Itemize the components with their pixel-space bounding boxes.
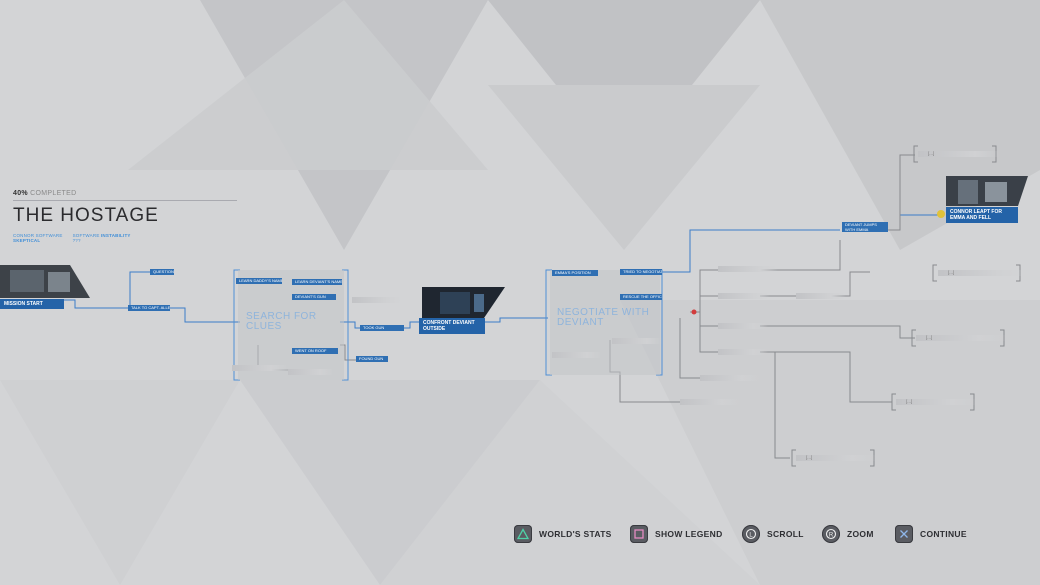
locked-node-k[interactable]: [552, 352, 602, 358]
locked-ending-2[interactable]: [...]: [938, 270, 1024, 276]
completion-label: COMPLETED: [30, 190, 77, 197]
completion-text: 40% COMPLETED: [13, 190, 238, 197]
locked-node-j[interactable]: [288, 369, 334, 375]
worlds-stats-label: WORLD'S STATS: [539, 529, 612, 539]
locked-ending-1[interactable]: [...]: [918, 151, 1000, 157]
control-scroll[interactable]: L SCROLL: [742, 523, 804, 545]
locked-node-l[interactable]: [612, 338, 662, 344]
locked-ending-5[interactable]: [...]: [796, 455, 876, 461]
stat2-label: SOFTWARE: [72, 233, 100, 238]
talk-to-capt-node[interactable]: TALK TO CAPT. ALLEN: [128, 305, 170, 311]
scroll-label: SCROLL: [767, 529, 804, 539]
zoom-label: ZOOM: [847, 529, 874, 539]
split-node-icon: [691, 309, 697, 315]
tried-to-negotiate-node[interactable]: TRIED TO NEGOTIATE: [620, 269, 662, 275]
locked-node-d[interactable]: [718, 323, 768, 329]
confront-deviant-thumbnail[interactable]: [422, 287, 505, 318]
triangle-icon: [514, 525, 532, 543]
deviants-gun-node[interactable]: DEVIANT'S GUN: [292, 294, 336, 300]
locked-node-e[interactable]: [718, 349, 768, 355]
search-for-clues-panel: [238, 270, 344, 380]
locked-node-c[interactable]: [796, 293, 846, 299]
learn-daddys-name-node[interactable]: LEARN DADDY'S NAME: [236, 278, 282, 284]
control-worlds-stats[interactable]: WORLD'S STATS: [514, 523, 612, 545]
negotiate-with-deviant-label: NEGOTIATE WITH DEVIANT: [557, 307, 650, 328]
locked-node-f[interactable]: [700, 375, 760, 381]
locked-node-i[interactable]: [232, 365, 288, 371]
control-zoom[interactable]: R ZOOM: [822, 523, 874, 545]
locked-node-g[interactable]: [680, 399, 740, 405]
mission-start-thumbnail[interactable]: [0, 265, 90, 298]
chapter-title: THE HOSTAGE: [13, 205, 159, 226]
search-for-clues-label: SEARCH FOR CLUES: [246, 311, 317, 332]
square-icon: [630, 525, 648, 543]
emmas-position-node[interactable]: EMMA'S POSITION: [552, 270, 598, 276]
svg-text:R: R: [829, 532, 834, 538]
took-gun-node[interactable]: TOOK GUN: [360, 325, 404, 331]
stat2-value: INSTABILITY: [100, 233, 131, 238]
chapter-header: 40% COMPLETED THE HOSTAGE CONNOR SOFTWAR…: [13, 190, 238, 243]
trophy-icon: [937, 210, 945, 218]
completion-percent: 40%: [13, 190, 28, 197]
svg-text:L: L: [749, 532, 753, 538]
continue-label: CONTINUE: [920, 529, 967, 539]
went-on-roof-node[interactable]: WENT ON ROOF: [292, 348, 338, 354]
control-continue[interactable]: CONTINUE: [895, 523, 967, 545]
mission-start-node[interactable]: MISSION START: [0, 299, 64, 309]
stat-software-instability: SOFTWARE INSTABILITY???: [73, 233, 131, 243]
stat2-sub: ???: [72, 238, 81, 243]
locked-node-b[interactable]: [718, 293, 770, 299]
rescue-officer-node[interactable]: RESCUE THE OFFICER: [620, 294, 662, 300]
found-gun-node[interactable]: FOUND GUN: [356, 356, 388, 362]
learn-deviants-name-node[interactable]: LEARN DEVIANT'S NAME: [292, 279, 342, 285]
locked-node-h[interactable]: [352, 297, 402, 303]
show-legend-label: SHOW LEGEND: [655, 529, 723, 539]
control-show-legend[interactable]: SHOW LEGEND: [630, 523, 723, 545]
deviant-jumps-node[interactable]: DEVIANT JUMPS WITH EMMA: [842, 222, 888, 232]
stat1-label: CONNOR SOFTWARE: [13, 233, 63, 238]
confront-deviant-node[interactable]: CONFRONT DEVIANT OUTSIDE: [419, 318, 485, 334]
connor-leapt-thumbnail[interactable]: [946, 176, 1028, 206]
cross-icon: [895, 525, 913, 543]
locked-ending-4[interactable]: [...]: [896, 399, 976, 405]
locked-ending-3[interactable]: [...]: [916, 335, 1006, 341]
right-stick-icon: R: [822, 525, 840, 543]
question-node[interactable]: QUESTION: [150, 269, 174, 275]
header-divider: [13, 200, 237, 201]
stat1-value: SKEPTICAL: [13, 238, 41, 243]
connor-leapt-node[interactable]: CONNOR LEAPT FOR EMMA AND FELL: [946, 207, 1018, 223]
left-stick-icon: L: [742, 525, 760, 543]
locked-node-a[interactable]: [718, 266, 778, 272]
